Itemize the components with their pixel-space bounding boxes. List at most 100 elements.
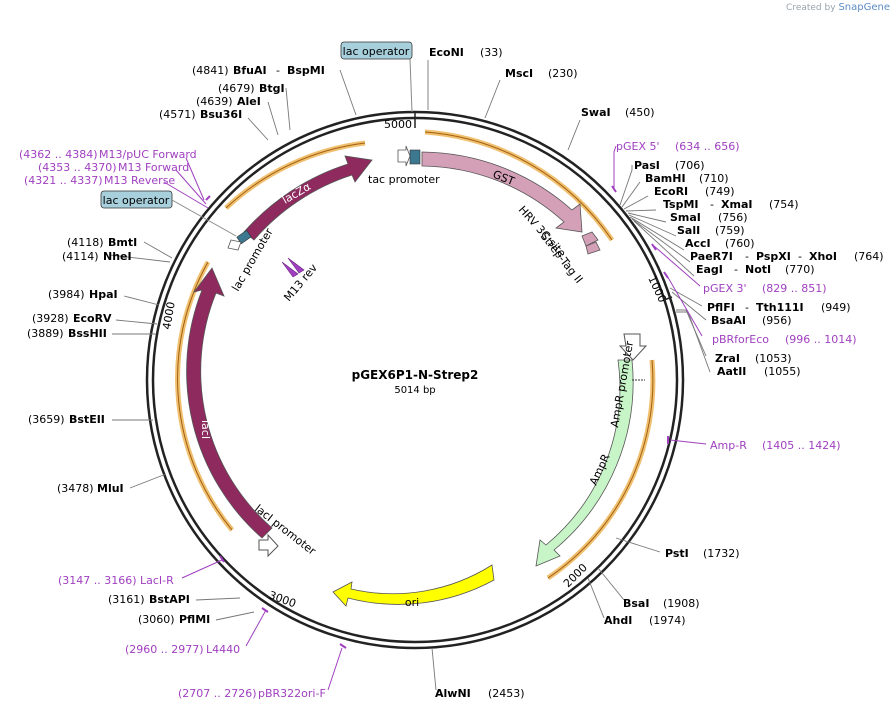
lac-operator-box-top[interactable]: lac operator bbox=[340, 41, 413, 60]
enzyme-AlwNI[interactable]: AlwNI (2453) bbox=[435, 687, 525, 700]
enzyme-PasI[interactable]: PasI (706) bbox=[634, 159, 705, 172]
feature-lacza[interactable] bbox=[243, 155, 373, 241]
enzyme-NheI[interactable]: (4114) NheI bbox=[62, 250, 132, 263]
enzyme-MluI[interactable]: (3478) MluI bbox=[57, 482, 124, 495]
primer-pgex3[interactable]: pGEX 3' (829 .. 851) bbox=[703, 282, 827, 295]
primer-pbrforeco[interactable]: pBRforEco (996 .. 1014) bbox=[712, 333, 857, 346]
snapgene-branding: Created by SnapGene bbox=[786, 2, 890, 13]
enzyme-BfuAI-BspMI[interactable]: (4841) BfuAI - BspMI bbox=[192, 64, 325, 77]
primer-l4440-name: L4440 bbox=[206, 643, 240, 656]
enzyme-BstAPI[interactable]: (3161) BstAPI bbox=[108, 593, 190, 606]
enzyme-SalI[interactable]: SalI (759) bbox=[677, 224, 745, 237]
enzyme-HpaI-pos: (3984) bbox=[48, 288, 85, 301]
enzyme-PflFI-Tth111I[interactable]: PflFI - Tth111I (949) bbox=[707, 301, 851, 314]
primer-pbrforeco-range: (996 .. 1014) bbox=[785, 333, 857, 346]
enzyme-HpaI[interactable]: (3984) HpaI bbox=[48, 288, 118, 301]
feature-lac-operator-box[interactable] bbox=[236, 229, 252, 245]
enzyme-PflMI[interactable]: (3060) PflMI bbox=[138, 613, 210, 626]
primer-pbr322ori-f-name: pBR322ori-F bbox=[258, 687, 326, 700]
label-ori: ori bbox=[405, 596, 419, 609]
enzyme-AhdI-pos: (1974) bbox=[649, 614, 686, 627]
label-lacza: lacZα bbox=[280, 180, 313, 207]
enzyme-EagI-name: EagI bbox=[696, 263, 723, 276]
enzyme-BtgI[interactable]: (4679) BtgI bbox=[218, 82, 285, 95]
primer-pgex5-name: pGEX 5' bbox=[616, 140, 660, 153]
enzyme-BsaAI[interactable]: BsaAI (956) bbox=[711, 314, 792, 327]
primer-ampr-range: (1405 .. 1424) bbox=[762, 439, 841, 452]
enzyme-ZraI-pos: (1053) bbox=[755, 352, 792, 365]
orange-band-ampr-line bbox=[547, 359, 654, 579]
feature-laci[interactable] bbox=[186, 267, 273, 539]
enzyme-PaeR7I-name: PaeR7I bbox=[690, 250, 733, 263]
feature-hrv-3c-site[interactable] bbox=[581, 231, 599, 247]
enzyme-TspMI-XmaI[interactable]: TspMI - XmaI (754) bbox=[663, 198, 799, 211]
enzyme-AleI[interactable]: (4639) AleI bbox=[196, 95, 261, 108]
enzyme-BmtI[interactable]: (4118) BmtI bbox=[67, 236, 137, 249]
enzyme-Bsu36I[interactable]: (4571) Bsu36I bbox=[159, 108, 242, 121]
enzyme-AhdI[interactable]: AhdI (1974) bbox=[604, 614, 686, 627]
feature-ori[interactable] bbox=[332, 564, 495, 607]
orange-band-laci-line bbox=[177, 261, 233, 531]
enzyme-BamHI[interactable]: BamHI (710) bbox=[645, 172, 729, 185]
enzyme-MscI[interactable]: MscI (230) bbox=[505, 67, 578, 80]
enzyme-PflFI-name: PflFI bbox=[707, 301, 735, 314]
primer-pbr322ori-f[interactable]: (2707 .. 2726) pBR322ori-F bbox=[178, 687, 326, 700]
primer-m13-puc-forward[interactable]: (4362 .. 4384) M13/pUC Forward bbox=[19, 148, 197, 161]
primer-pgex5[interactable]: pGEX 5' (634 .. 656) bbox=[616, 140, 740, 153]
enzyme-AhdI-name: AhdI bbox=[604, 614, 632, 627]
feature-gst[interactable] bbox=[421, 151, 583, 233]
enzyme-EcoNI[interactable]: EcoNI (33) bbox=[429, 46, 503, 59]
enzyme-BsaAI-name: BsaAI bbox=[711, 314, 746, 327]
enzyme-EcoRI[interactable]: EcoRI (749) bbox=[654, 185, 735, 198]
enzyme-EcoRV-pos: (3928) bbox=[32, 312, 69, 325]
enzyme-AatII[interactable]: AatII (1055) bbox=[717, 365, 801, 378]
enzyme-EagI-NotI[interactable]: EagI - NotI (770) bbox=[696, 263, 815, 276]
primer-l4440[interactable]: (2960 .. 2977) L4440 bbox=[125, 643, 240, 656]
primer-m13-reverse[interactable]: (4321 .. 4337) M13 Reverse bbox=[24, 174, 175, 187]
enzyme-ZraI[interactable]: ZraI (1053) bbox=[715, 352, 792, 365]
feature-strep-tag[interactable] bbox=[585, 241, 601, 255]
feature-m13rev-arrows bbox=[281, 257, 305, 278]
orange-band-lacza-line bbox=[225, 142, 366, 209]
enzyme-SwaI-pos: (450) bbox=[625, 106, 655, 119]
enzyme-EcoRI-name: EcoRI bbox=[654, 185, 688, 198]
enzyme-EagI-pos: (770) bbox=[785, 263, 815, 276]
enzyme-BfuAI-pos: (4841) bbox=[192, 64, 229, 77]
primer-ampr-name: Amp-R bbox=[710, 439, 747, 452]
primer-pgex3-range: (829 .. 851) bbox=[762, 282, 827, 295]
enzyme-BssHII[interactable]: (3889) BssHII bbox=[27, 327, 107, 340]
enzyme-SwaI[interactable]: SwaI (450) bbox=[581, 106, 655, 119]
lac-operator-left-line bbox=[171, 199, 237, 237]
enzyme-EcoRV[interactable]: (3928) EcoRV bbox=[32, 312, 112, 325]
enzyme-SmaI[interactable]: SmaI (756) bbox=[670, 211, 748, 224]
primer-ampr[interactable]: Amp-R (1405 .. 1424) bbox=[710, 439, 841, 452]
primer-m13-reverse-range: (4321 .. 4337) bbox=[24, 174, 103, 187]
enzyme-BstEII[interactable]: (3659) BstEII bbox=[28, 413, 105, 426]
enzyme-SalI-pos: (759) bbox=[715, 224, 745, 237]
tick-1000 bbox=[663, 296, 673, 301]
enzyme-BsaI[interactable]: BsaI (1908) bbox=[623, 597, 700, 610]
enzyme-NotI-name: NotI bbox=[745, 263, 771, 276]
enzyme-SalI-name: SalI bbox=[677, 224, 700, 237]
enzyme-EcoRV-name: EcoRV bbox=[73, 312, 112, 325]
enzyme-AccI[interactable]: AccI (760) bbox=[685, 237, 755, 250]
feature-tac-promoter-box[interactable] bbox=[409, 149, 421, 165]
feature-ampr-promoter[interactable] bbox=[618, 333, 648, 361]
plasmid-length: 5014 bp bbox=[394, 385, 435, 396]
primer-pbr322ori-f-range: (2707 .. 2726) bbox=[178, 687, 257, 700]
enzyme-SwaI-name: SwaI bbox=[581, 106, 611, 119]
enzyme-PaeR7I-sep2: - bbox=[798, 250, 802, 263]
primer-m13-forward[interactable]: (4353 .. 4370) M13 Forward bbox=[38, 161, 189, 174]
feature-tac-promoter-arrow bbox=[397, 145, 411, 167]
enzyme-AatII-name: AatII bbox=[717, 365, 746, 378]
enzyme-BamHI-pos: (710) bbox=[699, 172, 729, 185]
enzyme-BstEII-name: BstEII bbox=[69, 413, 105, 426]
enzyme-Bsu36I-name: Bsu36I bbox=[200, 108, 242, 121]
feature-laci-promoter[interactable] bbox=[258, 533, 279, 558]
feature-ampr[interactable] bbox=[535, 359, 634, 567]
enzyme-PaeR7I-PspXI-XhoI[interactable]: PaeR7I - PspXI - XhoI (764) bbox=[690, 250, 884, 263]
lac-operator-box-left[interactable]: lac operator bbox=[100, 190, 173, 209]
primer-laci-r[interactable]: (3147 .. 3166) LacI-R bbox=[58, 574, 174, 587]
primer-pbrforeco-name: pBRforEco bbox=[712, 333, 769, 346]
enzyme-PstI[interactable]: PstI (1732) bbox=[665, 547, 740, 560]
